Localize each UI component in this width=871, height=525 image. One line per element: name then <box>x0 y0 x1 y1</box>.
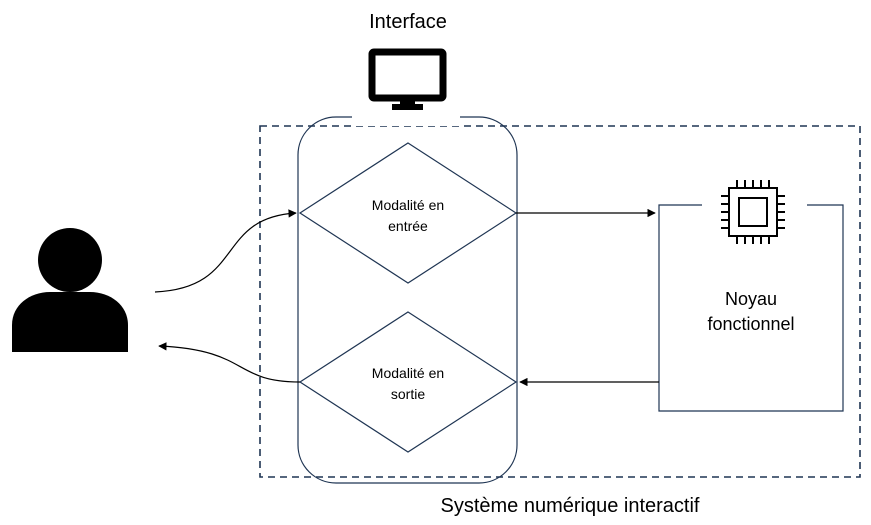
monitor-icon <box>368 48 447 110</box>
arrow-user-to-input <box>154 209 297 293</box>
input-modality-diamond <box>298 142 518 284</box>
input-modality-label-line1: Modalité en <box>372 197 444 213</box>
arrow-output-to-user <box>158 342 301 383</box>
cpu-chip-icon <box>721 180 785 244</box>
core-label-line2: fonctionnel <box>707 314 794 334</box>
input-modality-label-line2: entrée <box>388 218 428 234</box>
core-label-line1: Noyau <box>725 289 777 309</box>
output-modality-diamond <box>298 311 518 453</box>
functional-core-box <box>658 204 844 412</box>
system-label: Système numérique interactif <box>440 495 699 517</box>
output-modality-label-line1: Modalité en <box>372 365 444 381</box>
user-icon <box>12 228 128 352</box>
system-boundary <box>259 125 861 478</box>
output-modality-label-line2: sortie <box>391 386 425 402</box>
interface-title: Interface <box>369 11 447 33</box>
